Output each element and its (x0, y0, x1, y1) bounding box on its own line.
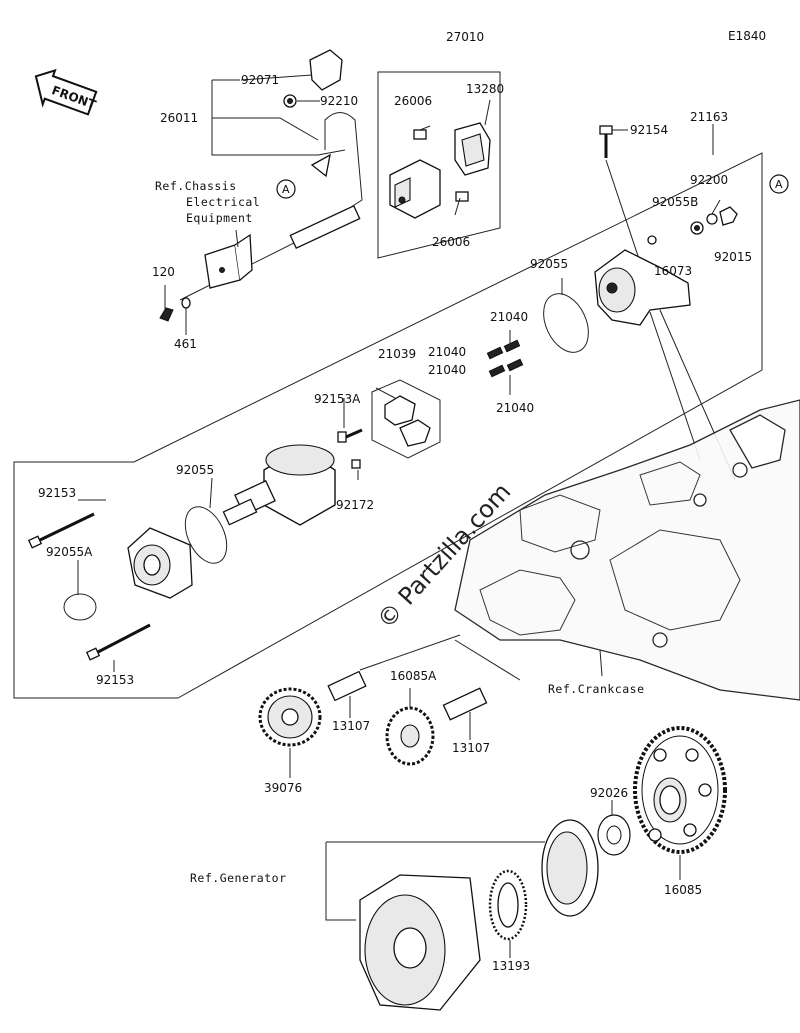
oring-92055-mid (184, 506, 228, 564)
bolt-92153-lower (85, 623, 151, 661)
label-13193: 13193 (492, 959, 530, 973)
starter-relay (389, 122, 491, 219)
crankcase (454, 399, 800, 701)
label-92055B: 92055B (652, 195, 698, 209)
gear-16085 (633, 726, 727, 854)
label-21040-d: 21040 (496, 401, 534, 415)
label-92055A: 92055A (46, 545, 93, 559)
label-92055-top: 92055 (530, 257, 568, 271)
front-arrow-icon: FRONT (34, 68, 99, 116)
screw-92153A (337, 428, 363, 443)
label-21039: 21039 (378, 347, 416, 361)
diagram-code: E1840 (728, 29, 766, 43)
gear-16085A (385, 706, 435, 766)
brush-holder-21039 (371, 379, 441, 459)
label-16085: 16085 (664, 883, 702, 897)
end-cover-21163 (594, 249, 691, 326)
svg-text:A: A (282, 183, 290, 196)
screw-92172 (351, 459, 361, 469)
label-16085A: 16085A (390, 669, 437, 683)
oring-92055-top (543, 293, 589, 353)
label-21040-b: 21040 (428, 345, 466, 359)
label-120: 120 (152, 265, 175, 279)
svg-text:A: A (775, 178, 783, 191)
label-39076: 39076 (264, 781, 302, 795)
label-461: 461 (174, 337, 197, 351)
bolt-92153-upper (27, 512, 95, 549)
bolt-120 (159, 307, 174, 322)
relay-group-frame (377, 71, 501, 259)
label-27010: 27010 (446, 30, 484, 44)
label-92210: 92210 (320, 94, 358, 108)
ref-chassis-line1: Ref.Chassis (155, 179, 237, 193)
generator-rotor (359, 874, 481, 1011)
label-92153-lower: 92153 (96, 673, 134, 687)
label-92200: 92200 (690, 173, 728, 187)
ref-chassis-line2: Electrical (186, 195, 260, 209)
label-92071: 92071 (241, 73, 279, 87)
callout-a-right: A (769, 174, 789, 194)
starter-group-frame (13, 152, 763, 699)
oring-92055B (647, 235, 657, 245)
front-cover (127, 527, 193, 599)
gear-39076 (258, 687, 322, 747)
label-16073: 16073 (654, 264, 692, 278)
label-26006-top: 26006 (394, 94, 432, 108)
shaft-13107-b (442, 687, 488, 721)
starter-relay-cable (179, 49, 363, 301)
washer-16073 (706, 213, 718, 225)
callout-a-left: A (276, 179, 296, 199)
label-92026: 92026 (590, 786, 628, 800)
label-92172: 92172 (336, 498, 374, 512)
label-92154: 92154 (630, 123, 668, 137)
label-21163: 21163 (690, 110, 728, 124)
washer-461 (181, 297, 191, 309)
nut-92015 (719, 206, 738, 226)
label-13107-a: 13107 (332, 719, 370, 733)
label-13280: 13280 (466, 82, 504, 96)
label-92153A: 92153A (314, 392, 361, 406)
label-92015: 92015 (714, 250, 752, 264)
label-26006-bottom: 26006 (432, 235, 470, 249)
shaft-13107-a (327, 670, 367, 702)
bolt-92154 (599, 125, 613, 158)
starter-motor (222, 444, 336, 526)
label-21040-c: 21040 (428, 363, 466, 377)
ref-chassis-line3: Equipment (186, 211, 253, 225)
ref-generator: Ref.Generator (190, 871, 287, 885)
one-way-clutch (541, 819, 599, 917)
chassis-bracket (204, 229, 253, 289)
oring-92055A (63, 593, 97, 621)
label-92153-upper: 92153 (38, 486, 76, 500)
label-26011: 26011 (160, 111, 198, 125)
label-92055-mid: 92055 (176, 463, 214, 477)
label-13107-b: 13107 (452, 741, 490, 755)
label-21040-a: 21040 (490, 310, 528, 324)
ref-crankcase: Ref.Crankcase (548, 682, 645, 696)
clutch-13193 (488, 869, 528, 941)
brushes-21040 (486, 339, 524, 378)
